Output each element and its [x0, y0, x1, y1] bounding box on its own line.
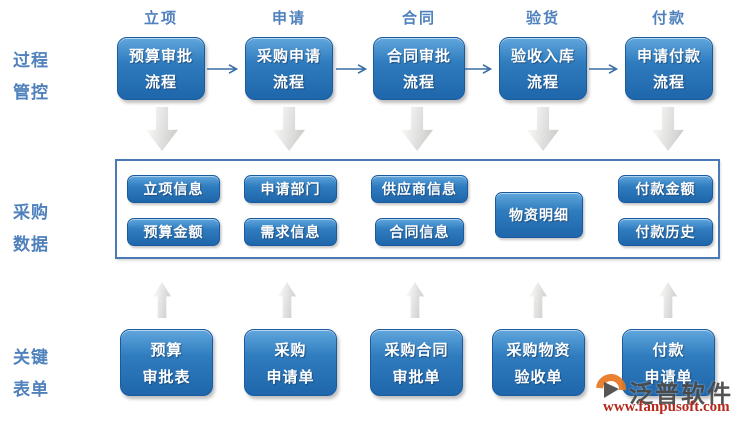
row-label-line: 数据: [13, 235, 49, 254]
form-box-purchase-request-form: 采购 申请单: [244, 329, 337, 396]
data-box-label: 付款金额: [635, 181, 696, 197]
process-box-payment-request: 申请付款 流程: [625, 37, 713, 100]
process-box-purchase-request: 采购申请 流程: [245, 37, 333, 100]
purchase-data-panel: [115, 159, 720, 259]
process-box-line: 流程: [652, 74, 685, 91]
form-box-line: 申请单: [266, 368, 315, 386]
process-box-line: 验收入库: [510, 48, 575, 65]
arrow-down-icon: [146, 107, 178, 151]
row-label-line: 关键: [13, 348, 49, 367]
arrow-down-icon: [652, 107, 684, 151]
row-label-line: 采购: [13, 203, 49, 222]
flow-arrow-right-icon: [207, 64, 239, 74]
form-box-line: 付款: [652, 341, 685, 359]
row-label-line: 表单: [13, 380, 49, 399]
form-box-line: 审批单: [392, 368, 441, 386]
data-box-apply-dept: 申请部门: [244, 175, 337, 203]
stage-label-application: 申请: [271, 10, 306, 27]
process-box-line: 采购申请: [256, 48, 321, 65]
form-box-line: 采购合同: [384, 341, 449, 359]
data-box-material-detail: 物资明细: [495, 192, 583, 238]
data-box-supplier-info: 供应商信息: [371, 175, 468, 203]
data-box-project-info: 立项信息: [127, 175, 220, 203]
data-box-contract-info: 合同信息: [375, 218, 464, 246]
fanpu-logo-wedge: [604, 382, 619, 398]
form-box-line: 采购物资: [506, 341, 571, 359]
data-box-label: 物资明细: [509, 207, 569, 223]
stage-label-payment: 付款: [651, 10, 686, 27]
data-box-budget-amount: 预算金额: [127, 218, 220, 246]
form-box-line: 申请单: [644, 368, 693, 386]
row-label-line: 管控: [13, 83, 49, 102]
watermark-brand: 泛普软件: [629, 381, 733, 408]
watermark-url: www.fanpusoft.com: [603, 399, 730, 415]
form-box-line: 预算: [150, 341, 183, 359]
stage-label-contract: 合同: [401, 10, 436, 27]
arrow-down-icon: [527, 107, 559, 151]
process-box-line: 申请付款: [636, 48, 701, 65]
process-box-budget-approval: 预算审批 流程: [117, 37, 205, 100]
flow-arrow-right-icon: [336, 64, 368, 74]
data-box-label: 申请部门: [260, 181, 321, 197]
process-box-line: 预算审批: [128, 48, 193, 65]
data-box-label: 供应商信息: [382, 181, 457, 197]
flow-arrow-right-icon: [589, 64, 619, 74]
form-box-payment-request-form: 付款 申请单: [622, 329, 715, 396]
row-label-key-forms: 关键 表单: [13, 342, 49, 406]
fanpu-logo-icon: [589, 367, 633, 411]
process-box-receive-inbound: 验收入库 流程: [499, 37, 587, 100]
data-box-payment-amount: 付款金额: [618, 175, 713, 203]
form-box-material-acceptance-form: 采购物资 验收单: [492, 329, 585, 396]
process-box-line: 流程: [272, 74, 305, 91]
form-box-contract-approval-form: 采购合同 审批单: [370, 329, 463, 396]
data-box-label: 付款历史: [635, 224, 696, 240]
arrow-up-icon: [659, 282, 677, 318]
form-box-line: 审批表: [142, 368, 191, 386]
form-box-line: 采购: [274, 341, 307, 359]
arrow-down-icon: [273, 107, 305, 151]
data-box-demand-info: 需求信息: [244, 218, 337, 246]
data-box-label: 需求信息: [260, 224, 321, 240]
process-box-line: 流程: [402, 74, 435, 91]
data-box-label: 立项信息: [143, 181, 204, 197]
form-box-line: 验收单: [514, 368, 563, 386]
process-box-line: 合同审批: [386, 48, 451, 65]
stage-label-inspection: 验货: [525, 10, 560, 27]
arrow-up-icon: [529, 282, 547, 318]
arrow-up-icon: [278, 282, 296, 318]
arrow-up-icon: [406, 282, 424, 318]
data-box-label: 合同信息: [389, 224, 450, 240]
flow-arrow-right-icon: [465, 64, 493, 74]
process-box-line: 流程: [144, 74, 177, 91]
row-label-line: 过程: [13, 51, 49, 70]
arrow-up-icon: [153, 282, 171, 318]
stage-label-initiation: 立项: [143, 10, 178, 27]
process-box-contract-approval: 合同审批 流程: [373, 37, 465, 100]
process-box-line: 流程: [526, 74, 559, 91]
arrow-down-icon: [401, 107, 433, 151]
data-box-label: 预算金额: [143, 224, 204, 240]
row-label-purchase-data: 采购 数据: [13, 197, 49, 261]
data-box-payment-history: 付款历史: [618, 218, 713, 246]
form-box-budget-approval-form: 预算 审批表: [120, 329, 213, 396]
row-label-process-control: 过程 管控: [13, 45, 49, 109]
